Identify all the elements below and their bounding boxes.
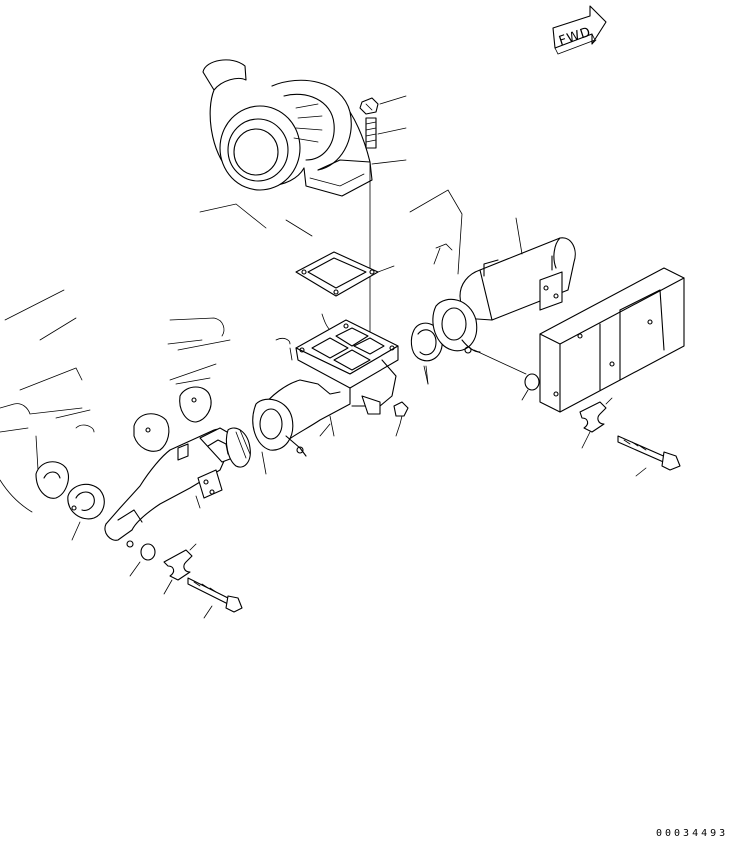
left-exhaust-pipe	[104, 427, 251, 548]
drawing-code: 00034493	[656, 828, 728, 839]
right-exhaust-pipe	[432, 217, 576, 375]
center-exhaust-manifold	[252, 319, 399, 457]
fwd-arrow: FWD	[552, 5, 607, 55]
left-mount-hardware	[129, 543, 243, 619]
heat-shield-panel	[539, 267, 685, 413]
turbocharger	[202, 59, 373, 197]
nut-icon	[359, 97, 379, 115]
manifold-bolt	[393, 401, 409, 437]
turbo-mount-hardware	[359, 95, 407, 357]
leader-lines	[261, 365, 429, 475]
left-gasket	[67, 483, 105, 541]
right-mount-hardware	[521, 373, 681, 477]
flange-gasket	[295, 251, 395, 297]
engine-block-outline	[0, 189, 463, 513]
